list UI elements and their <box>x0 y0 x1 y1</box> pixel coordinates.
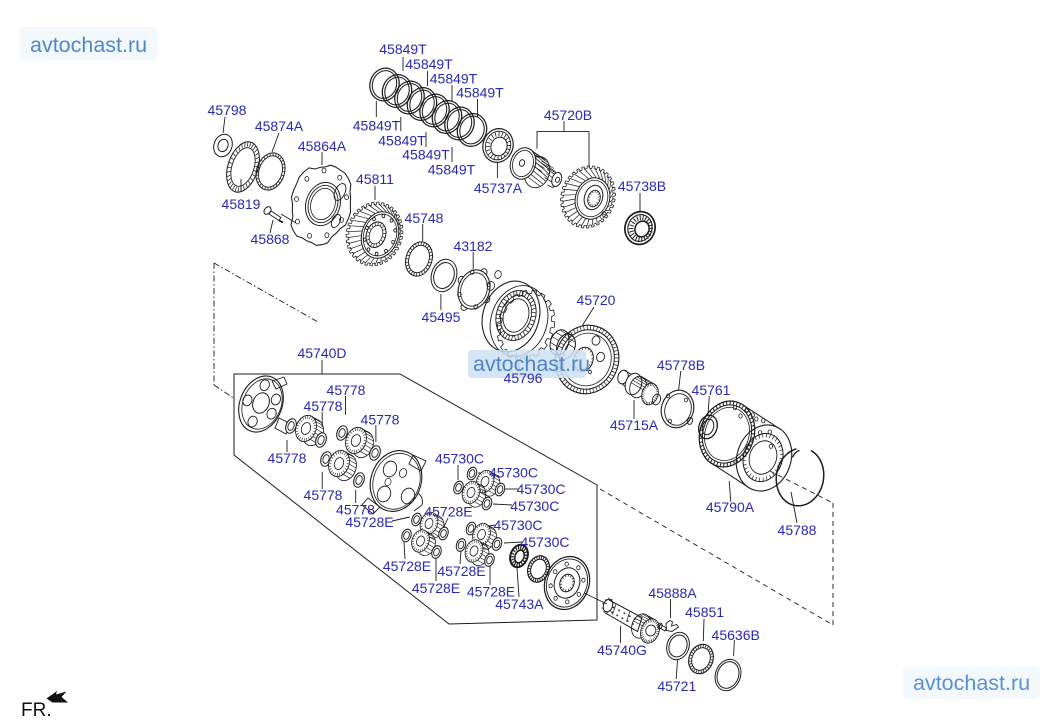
svg-text:45743A: 45743A <box>495 596 544 612</box>
svg-text:45796: 45796 <box>504 370 543 386</box>
svg-text:45788: 45788 <box>778 522 817 538</box>
svg-text:45798: 45798 <box>208 102 247 118</box>
svg-text:avtochast.ru: avtochast.ru <box>913 671 1030 695</box>
svg-text:45495: 45495 <box>422 309 461 325</box>
svg-text:43182: 43182 <box>454 238 493 254</box>
svg-text:45849T: 45849T <box>353 118 401 134</box>
svg-text:45849T: 45849T <box>402 147 450 163</box>
svg-text:45811: 45811 <box>356 171 394 187</box>
svg-text:45849T: 45849T <box>378 133 426 149</box>
svg-text:45864A: 45864A <box>298 138 347 154</box>
svg-text:45730C: 45730C <box>489 465 538 481</box>
svg-text:45728E: 45728E <box>467 584 515 600</box>
svg-text:45720: 45720 <box>577 292 616 308</box>
svg-text:45849T: 45849T <box>379 41 427 57</box>
svg-text:45730C: 45730C <box>493 517 542 533</box>
svg-text:45778: 45778 <box>304 398 343 414</box>
svg-text:avtochast.ru: avtochast.ru <box>30 33 147 57</box>
svg-text:45728E: 45728E <box>412 580 460 596</box>
svg-text:45715A: 45715A <box>610 417 659 433</box>
svg-text:45737A: 45737A <box>474 180 523 196</box>
svg-text:45761: 45761 <box>692 382 731 398</box>
svg-text:45748: 45748 <box>405 210 444 226</box>
svg-text:45778: 45778 <box>336 502 375 518</box>
svg-text:45888A: 45888A <box>648 585 697 601</box>
svg-text:45778: 45778 <box>327 382 366 398</box>
svg-text:45778: 45778 <box>268 450 307 466</box>
svg-text:45790A: 45790A <box>706 499 755 515</box>
svg-text:45730C: 45730C <box>520 534 569 550</box>
svg-text:45778: 45778 <box>361 412 400 428</box>
svg-text:45874A: 45874A <box>255 118 304 134</box>
svg-text:45868: 45868 <box>251 231 290 247</box>
svg-text:45636B: 45636B <box>712 627 760 643</box>
svg-text:45730C: 45730C <box>435 451 484 467</box>
svg-text:45728E: 45728E <box>437 563 485 579</box>
svg-text:45849T: 45849T <box>456 85 504 101</box>
svg-text:45778B: 45778B <box>657 357 705 373</box>
svg-text:45740G: 45740G <box>597 642 647 658</box>
svg-text:45740D: 45740D <box>297 345 346 361</box>
svg-text:45728E: 45728E <box>383 558 431 574</box>
svg-text:FR.: FR. <box>21 700 52 721</box>
svg-text:45851: 45851 <box>685 604 724 620</box>
svg-text:45720B: 45720B <box>544 107 592 123</box>
svg-text:45819: 45819 <box>222 196 261 212</box>
svg-text:45728E: 45728E <box>345 514 393 530</box>
svg-text:45738B: 45738B <box>618 178 666 194</box>
svg-text:45730C: 45730C <box>510 498 559 514</box>
svg-text:45721: 45721 <box>657 678 696 694</box>
svg-text:avtochast.ru: avtochast.ru <box>473 352 590 376</box>
svg-text:45849T: 45849T <box>428 162 476 178</box>
svg-text:45849T: 45849T <box>405 56 453 72</box>
svg-text:45778: 45778 <box>304 487 343 503</box>
svg-text:45730C: 45730C <box>516 481 565 497</box>
svg-text:45849T: 45849T <box>430 71 478 87</box>
svg-text:45728E: 45728E <box>424 504 472 520</box>
